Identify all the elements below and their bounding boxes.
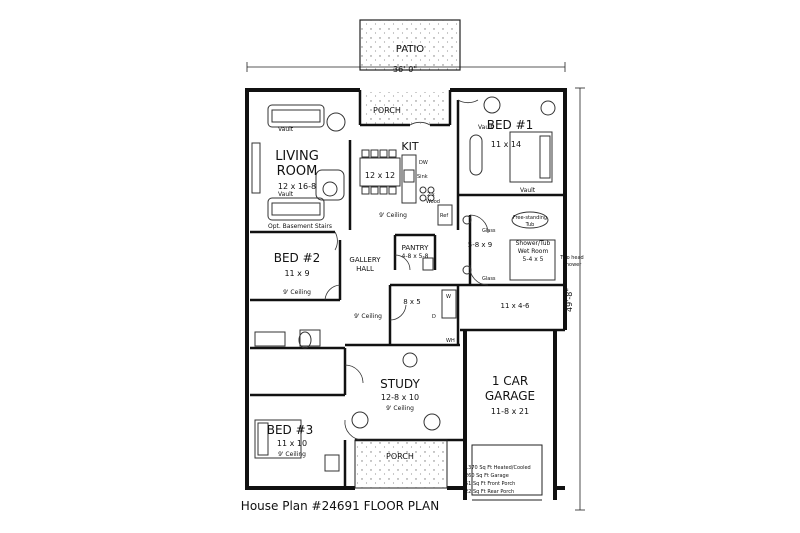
exterior-walls	[245, 88, 567, 500]
study-size: 12-8 x 10	[381, 393, 419, 402]
living-furniture	[251, 104, 346, 221]
living-vault-label-1: Vault	[278, 126, 294, 133]
bed1-label: BED #1	[487, 118, 534, 132]
hall-ceiling: 9' Ceiling	[354, 313, 382, 320]
bed1-furniture	[469, 96, 556, 183]
laundry-w-label: W	[446, 294, 451, 300]
width-dimension-label: 36'-0"	[393, 65, 417, 74]
water-heater-label: WH	[446, 338, 455, 344]
shower-label-2: Wet Room	[518, 248, 549, 255]
stat-front-porch: 51 Sq Ft Front Porch	[465, 481, 515, 487]
bed2-ceiling: 9' Ceiling	[283, 289, 311, 296]
kitchen-size: 12 x 12	[365, 171, 395, 180]
bath1-size: 5-8 x 9	[468, 241, 492, 249]
laundry-d-label: D	[432, 314, 436, 320]
patio-label: PATIO	[396, 44, 425, 55]
stat-garage: 260 Sq Ft Garage	[465, 473, 509, 479]
two-head-label-2: Shower	[563, 262, 583, 268]
kitchen-label: KIT	[401, 140, 418, 153]
shower-size: 5-4 x 5	[523, 256, 544, 263]
free-tub-label-1: Free-standing	[513, 215, 547, 221]
front-porch: PORCH	[354, 439, 448, 489]
bath-fixtures	[254, 211, 556, 349]
pantry-label: PANTRY	[402, 244, 429, 252]
dw-label: DW	[419, 160, 428, 166]
pantry-size: 4-8 x 5-8	[402, 253, 429, 260]
living-room-label-1: LIVING	[275, 149, 319, 164]
depth-dimension	[575, 87, 585, 511]
two-head-label-1: Two head	[559, 255, 583, 261]
kitchen-ceiling: 9' Ceiling	[379, 212, 407, 219]
bed3-ceiling: 9' Ceiling	[278, 451, 306, 458]
garage-door	[471, 444, 543, 501]
stat-heated: 1370 Sq Ft Heated/Cooled	[465, 465, 531, 471]
closet1-size: 11 x 4-6	[501, 302, 530, 310]
basement-stairs-label: Opt. Basement Stairs	[268, 223, 332, 230]
wood-label-1: 2 x	[427, 192, 435, 198]
bed3-label: BED #3	[267, 423, 314, 437]
stat-rear-porch: 22 Sq Ft Rear Porch	[465, 489, 514, 495]
living-room-label-2: ROOM	[277, 164, 318, 179]
living-room-size: 12 x 16-8	[278, 182, 316, 191]
plan-title: House Plan #24691 FLOOR PLAN	[241, 499, 439, 513]
shower-label-1: Shower/Tub	[516, 240, 551, 247]
study-label: STUDY	[380, 377, 420, 391]
bed1-vault-label-2: Vault	[520, 187, 536, 194]
rear-porch: PORCH	[363, 92, 447, 124]
gallery-label-2: HALL	[356, 265, 374, 273]
front-porch-label: PORCH	[386, 452, 414, 461]
study-furniture	[351, 352, 441, 431]
bed2-label: BED #2	[274, 251, 321, 265]
garage-label-2: GARAGE	[485, 389, 535, 403]
glass-label-2: Glass	[482, 276, 496, 282]
living-vault-label-2: Vault	[278, 191, 294, 198]
garage-size: 11-8 x 21	[491, 407, 529, 416]
bed2-size: 11 x 9	[284, 269, 309, 278]
gallery-label-1: GALLERY	[349, 256, 381, 264]
rear-porch-label: PORCH	[373, 106, 401, 115]
area-stats: 1370 Sq Ft Heated/Cooled 260 Sq Ft Garag…	[465, 465, 531, 495]
bed1-vault-label-1: Vault	[478, 124, 494, 131]
depth-dimension-label: 49'-8"	[565, 288, 574, 312]
patio: PATIO	[359, 19, 461, 71]
laundry-size: 8 x 5	[403, 298, 421, 306]
wood-label-2: Wood	[426, 199, 440, 205]
kitchen-fixtures	[359, 149, 453, 226]
garage-label-1: 1 CAR	[492, 374, 528, 388]
sink-label: Sink	[417, 174, 428, 180]
glass-label-1: Glass	[482, 228, 496, 234]
study-ceiling: 9' Ceiling	[386, 405, 414, 412]
width-dimension	[246, 62, 566, 72]
free-tub-label-2: Tub	[525, 222, 535, 228]
bed3-furniture	[254, 419, 340, 472]
ref-label: Ref	[440, 213, 448, 219]
bed3-size: 11 x 10	[277, 439, 307, 448]
bed1-size: 11 x 14	[491, 140, 521, 149]
